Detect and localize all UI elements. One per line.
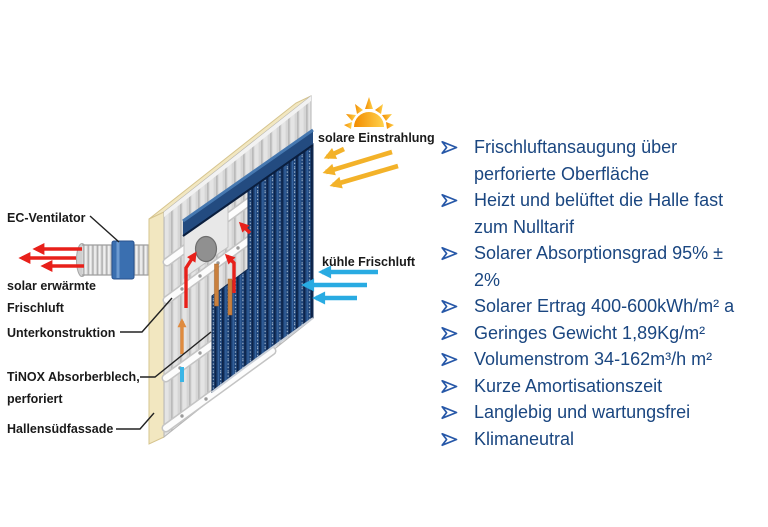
sun-icon <box>344 97 394 129</box>
arrow-bullet-icon <box>441 346 462 367</box>
label-absorber-line2: perforiert <box>7 392 63 406</box>
arrow-bullet-icon <box>441 293 462 314</box>
arrow-bullet-icon <box>441 373 462 394</box>
rail-screws <box>178 246 240 418</box>
feature-item: Volumenstrom 34-162m³/h m² <box>441 346 753 373</box>
label-solar-radiation: solare Einstrahlung <box>318 131 435 145</box>
label-substructure: Unterkonstruktion <box>7 326 115 340</box>
label-cool-air: kühle Frischluft <box>322 255 416 269</box>
leader-line-facade <box>116 412 155 430</box>
feature-text: Kurze Amortisationszeit <box>474 375 663 396</box>
feature-text: Geringes Gewicht 1,89Kg/m² <box>474 322 706 343</box>
internal-airflow-arrows <box>177 221 252 382</box>
label-warm-air-line1: solar erwärmte <box>7 279 96 293</box>
feature-item: Solarer Ertrag 400-600kWh/m² a <box>441 293 753 320</box>
feature-text: Frischluftansaugung über perforierte Obe… <box>474 137 678 184</box>
feature-text: Volumenstrom 34-162m³/h m² <box>474 349 713 369</box>
feature-text: Klimaneutral <box>474 428 575 449</box>
absorber-panel <box>182 128 314 393</box>
leader-line-absorber <box>140 331 212 378</box>
warm-air-arrows <box>18 243 84 272</box>
feature-item: Langlebig und wartungsfrei <box>441 399 753 426</box>
feature-text: Heizt und belüftet die Halle fast zum Nu… <box>474 190 724 237</box>
solar-radiation-arrows <box>322 146 399 189</box>
arrow-bullet-icon <box>441 320 462 341</box>
feature-item: Kurze Amortisationszeit <box>441 373 753 400</box>
arrow-bullet-icon <box>441 134 462 155</box>
label-warm-air-line2: Frischluft <box>7 301 65 315</box>
arrow-bullet-icon <box>441 399 462 420</box>
feature-item: Frischluftansaugung über perforierte Obe… <box>441 134 753 187</box>
feature-item: Solarer Absorptionsgrad 95% ± 2% <box>441 240 753 293</box>
feature-item: Geringes Gewicht 1,89Kg/m² <box>441 320 753 347</box>
intake-duct <box>76 240 152 280</box>
leader-line-substructure <box>120 297 173 333</box>
feature-list: Frischluftansaugung über perforierte Obe… <box>441 134 753 452</box>
cool-air-arrows <box>301 265 378 305</box>
solar-wall-diagram: EC-Ventilator solar erwärmte Frischluft … <box>7 94 435 445</box>
absorber-top-rail <box>182 128 314 237</box>
feature-text: Solarer Absorptionsgrad 95% ± 2% <box>474 243 724 290</box>
arrow-bullet-icon <box>441 240 462 261</box>
feature-item: Klimaneutral <box>441 426 753 453</box>
ec-ventilator-band <box>111 240 135 280</box>
label-ec-ventilator: EC-Ventilator <box>7 211 86 225</box>
feature-text: Langlebig und wartungsfrei <box>474 402 691 422</box>
leader-line-ec-ventilator <box>89 215 120 243</box>
arrow-bullet-icon <box>441 426 462 447</box>
arrow-bullet-icon <box>441 187 462 208</box>
label-absorber-line1: TiNOX Absorberblech, <box>7 370 140 384</box>
feature-item: Heizt und belüftet die Halle fast zum Nu… <box>441 187 753 240</box>
feature-text: Solarer Ertrag 400-600kWh/m² a <box>474 296 735 316</box>
label-facade: Hallensüdfassade <box>7 422 113 436</box>
